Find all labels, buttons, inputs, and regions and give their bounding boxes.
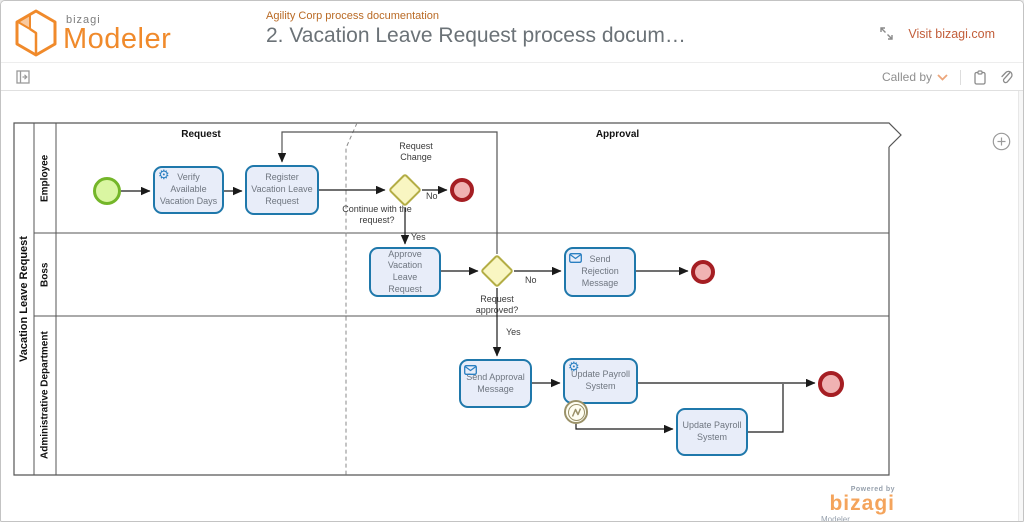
phase-label-request: Request [181, 129, 221, 140]
clipboard-icon[interactable] [973, 69, 987, 85]
header: bizagi Modeler Agility Corp process docu… [1, 1, 1023, 63]
called-by-dropdown[interactable]: Called by [882, 68, 948, 86]
task-send-approval-message[interactable]: Send Approval Message [459, 359, 532, 408]
lane-label-employee: Employee [39, 154, 51, 202]
task-verify-available-vacation-days[interactable]: ⚙ Verify Available Vacation Days [153, 166, 224, 214]
chevron-down-icon [937, 68, 948, 86]
task-update-payroll-system-1[interactable]: ⚙ Update Payroll System [563, 358, 638, 404]
bizagi-hexagon-icon [13, 9, 59, 62]
modeler-wordmark: Modeler [821, 515, 850, 522]
sidebar-toggle-icon[interactable] [16, 70, 30, 89]
page-title: 2. Vacation Leave Request process docum… [266, 24, 686, 47]
document-label: Agility Corp process documentation [266, 10, 440, 22]
zoom-in-icon[interactable] [992, 132, 1011, 156]
brand-modeler: Modeler [63, 23, 172, 55]
called-by-label: Called by [881, 70, 932, 84]
phase-label-approval: Approval [595, 129, 640, 140]
powered-by-text: Powered by [850, 486, 895, 493]
task-approve-vacation-leave-request[interactable]: Approve Vacation Leave Request [369, 247, 441, 297]
service-gear-icon: ⚙ [568, 359, 580, 374]
error-boundary-event[interactable] [564, 400, 588, 424]
diagram-canvas: Vacation Leave Request Employee Boss Adm… [1, 91, 1023, 522]
bizagi-wordmark: bizagi [829, 492, 895, 515]
end-event-process-complete[interactable] [818, 371, 844, 397]
flow-label-yes-1: Yes [411, 232, 426, 242]
fullscreen-expand-icon[interactable] [879, 26, 894, 41]
toolbar-divider [960, 69, 961, 85]
powered-by-bizagi: Powered by bizagi Modeler [821, 486, 895, 522]
brand-bizagi: bizagi [66, 14, 101, 26]
lane-label-administrative-department: Administrative Department [39, 331, 51, 460]
send-message-icon [464, 364, 477, 377]
gateway-continue-with-request[interactable] [388, 173, 422, 207]
task-label: Approve Vacation Leave Request [387, 248, 423, 294]
end-event-request-rejected[interactable] [450, 178, 474, 202]
task-label: Register Vacation Leave Request [251, 172, 313, 206]
task-label: Send Rejection Message [581, 254, 619, 288]
pool-name: Vacation Leave Request [18, 236, 30, 362]
vertical-scrollbar[interactable] [1018, 91, 1023, 521]
service-gear-icon: ⚙ [158, 167, 170, 182]
bizagi-modeler-logo: bizagi Modeler [13, 9, 233, 59]
task-update-payroll-system-2[interactable]: Update Payroll System [676, 408, 748, 456]
task-label: Send Approval Message [466, 371, 525, 394]
start-event[interactable] [93, 177, 121, 205]
task-label: Update Payroll System [682, 420, 742, 442]
flow-label-yes-2: Yes [506, 327, 521, 337]
flow-label-no-1: No [426, 191, 438, 201]
end-event-rejection-sent[interactable] [691, 260, 715, 284]
task-register-vacation-leave-request[interactable]: Register Vacation Leave Request [245, 165, 319, 215]
task-label: Verify Available Vacation Days [159, 172, 218, 206]
visit-bizagi-link[interactable]: Visit bizagi.com [908, 26, 995, 41]
send-message-icon [569, 252, 582, 265]
lane-label-boss: Boss [39, 262, 51, 287]
error-icon [567, 403, 585, 421]
task-label: Update Payroll System [570, 369, 631, 391]
flow-label-no-2: No [525, 275, 537, 285]
gateway-label-request-approved: Request approved? [475, 294, 519, 316]
paperclip-icon[interactable] [999, 70, 1013, 85]
gateway-label-continue: Continue with the request? [342, 204, 412, 226]
flow-label-request-change: Request Change [399, 141, 433, 163]
toolbar: Called by [1, 63, 1023, 91]
task-send-rejection-message[interactable]: Send Rejection Message [564, 247, 636, 297]
title-block: Agility Corp process documentation 2. Va… [266, 10, 736, 48]
gateway-request-approved[interactable] [480, 254, 514, 288]
